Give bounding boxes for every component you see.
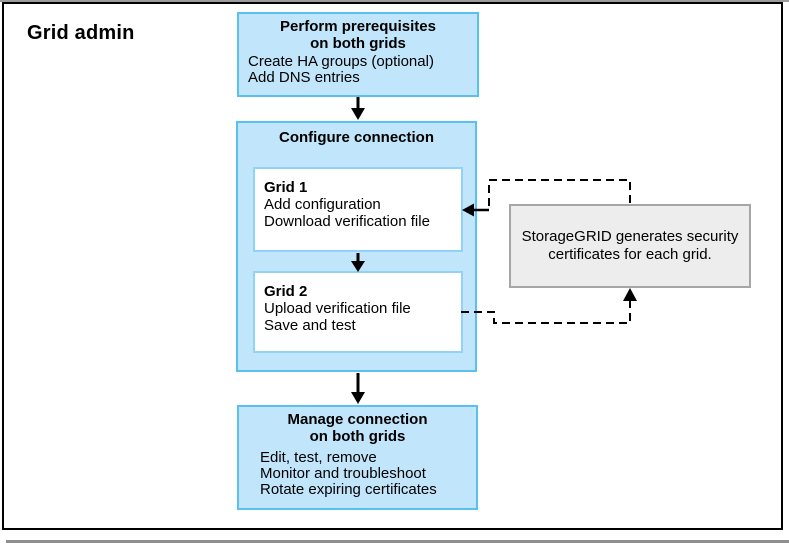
- manage-connection-box: Manage connection on both grids Edit, te…: [237, 405, 478, 510]
- prerequisites-items: Create HA groups (optional) Add DNS entr…: [239, 52, 477, 86]
- grid1-item: Download verification file: [264, 213, 430, 230]
- manage-heading-line1: Manage connection: [287, 411, 428, 428]
- manage-item: Rotate expiring certificates: [260, 481, 437, 498]
- prerequisites-heading-line1: Perform prerequisites: [280, 18, 436, 35]
- manage-heading: Manage connection on both grids: [239, 407, 476, 445]
- certificates-note-box: StorageGRID generates security certifica…: [509, 204, 751, 288]
- grid1-box: Grid 1 Add configuration Download verifi…: [253, 167, 463, 252]
- grid2-item: Save and test: [264, 317, 356, 334]
- diagram-title: Grid admin: [27, 22, 135, 44]
- bottom-shadow-edge: [6, 540, 789, 543]
- configure-heading: Configure connection: [279, 129, 434, 146]
- grid1-title: Grid 1: [264, 179, 308, 196]
- manage-heading-line2: on both grids: [309, 428, 406, 445]
- manage-items: Edit, test, remove Monitor and troublesh…: [239, 445, 476, 498]
- grid2-title: Grid 2: [264, 283, 308, 300]
- grid1-item: Add configuration: [264, 196, 381, 213]
- prerequisites-item: Add DNS entries: [248, 69, 360, 86]
- prerequisites-box: Perform prerequisites on both grids Crea…: [237, 12, 479, 97]
- grid2-box: Grid 2 Upload verification file Save and…: [253, 271, 463, 353]
- manage-item: Monitor and troubleshoot: [260, 465, 426, 482]
- manage-item: Edit, test, remove: [260, 449, 377, 466]
- prerequisites-heading-line2: on both grids: [310, 35, 406, 52]
- top-shadow-edge: [0, 0, 789, 2]
- prerequisites-item: Create HA groups (optional): [248, 53, 434, 70]
- prerequisites-heading: Perform prerequisites on both grids: [239, 14, 477, 52]
- note-line1: StorageGRID generates security: [521, 228, 739, 245]
- note-line2: certificates for each grid.: [548, 246, 712, 263]
- diagram-frame: [2, 2, 783, 530]
- grid2-item: Upload verification file: [264, 300, 411, 317]
